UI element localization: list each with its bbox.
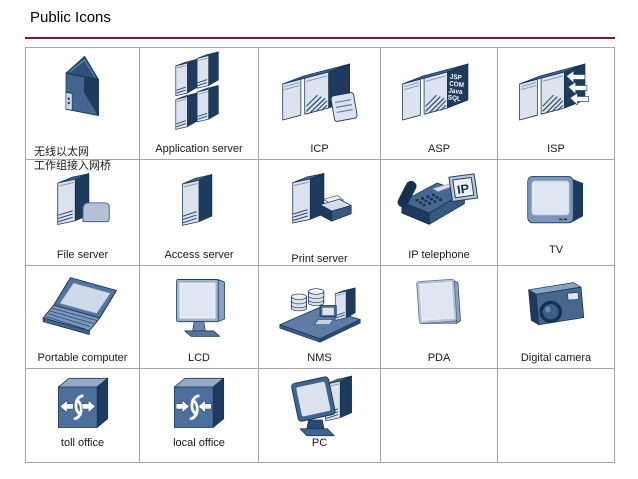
icon-label: File server <box>56 249 109 261</box>
asp-java-text: Java <box>448 87 463 96</box>
isp-icon <box>518 63 589 121</box>
digital-camera-icon <box>528 282 585 326</box>
icon-grid: 无线以太网 工作组接入网桥 Application server ICP <box>25 47 615 463</box>
pda-icon <box>416 278 461 324</box>
icon-label: Application server <box>155 143 243 155</box>
cell-lcd: LCD <box>140 266 259 369</box>
icon-label: PC <box>311 437 328 449</box>
icon-label: LCD <box>187 352 210 364</box>
local-office-icon <box>172 376 226 429</box>
ip-telephone-icon: IP <box>397 173 479 225</box>
cell-nms: NMS <box>259 266 381 369</box>
icon-label-line-1: 无线以太网 <box>34 146 89 158</box>
icon-label-line-2: 工作组接入网桥 <box>34 160 111 172</box>
file-server-icon <box>56 173 110 226</box>
page-title: Public Icons <box>30 9 111 26</box>
cell-isp: ISP <box>498 48 614 160</box>
icon-label: IP telephone <box>408 249 470 261</box>
cell-asp: JSP COM Java SQL ASP <box>381 48 498 160</box>
cell-file-server: File server <box>26 160 140 266</box>
asp-sql-text: SQL <box>447 94 461 103</box>
ip-sign: IP <box>448 173 479 202</box>
icon-label: 无线以太网 工作组接入网桥 <box>34 145 111 173</box>
icon-label: ISP <box>547 143 565 155</box>
access-server-icon <box>181 174 213 226</box>
cell-icp: ICP <box>259 48 381 160</box>
pc-icon <box>291 375 353 437</box>
ip-sign-text: IP <box>456 182 470 197</box>
icon-label: Portable computer <box>37 352 128 364</box>
lcd-icon <box>176 279 225 337</box>
cell-empty-2 <box>498 369 614 462</box>
cell-application-server: Application server <box>140 48 259 160</box>
asp-com-text: COM <box>449 80 465 89</box>
cell-portable-computer: Portable computer <box>26 266 140 369</box>
wireless-bridge-icon <box>65 55 99 116</box>
tv-icon <box>527 176 584 224</box>
cell-toll-office: toll office <box>26 369 140 462</box>
cell-tv: TV <box>498 160 614 266</box>
icon-label: ASP <box>427 143 450 155</box>
icp-icon <box>281 63 357 122</box>
portable-computer-icon <box>42 277 117 335</box>
cell-ip-telephone: IP IP telephone <box>381 160 498 266</box>
print-server-icon <box>291 172 352 224</box>
asp-jsp-text: JSP <box>449 73 462 82</box>
cell-access-server: Access server <box>140 160 259 266</box>
nms-icon <box>278 287 361 343</box>
icon-label: Access server <box>164 249 234 261</box>
cell-print-server: Print server <box>259 160 381 266</box>
cell-local-office: local office <box>140 369 259 462</box>
cell-empty-1 <box>381 369 498 462</box>
icon-label: PDA <box>427 352 451 364</box>
cell-pc: PC <box>259 369 381 462</box>
cell-digital-camera: Digital camera <box>498 266 614 369</box>
icon-label: Print server <box>291 253 348 265</box>
icon-label: TV <box>548 244 564 256</box>
cell-pda: PDA <box>381 266 498 369</box>
icon-label: ICP <box>310 143 329 155</box>
toll-office-icon <box>56 376 109 429</box>
title-underline <box>25 37 615 39</box>
icon-label: local office <box>173 437 225 449</box>
cell-wireless-bridge: 无线以太网 工作组接入网桥 <box>26 48 140 172</box>
icon-label: toll office <box>60 437 105 449</box>
asp-icon: JSP COM Java SQL <box>402 63 469 121</box>
icon-label: NMS <box>307 352 332 364</box>
application-server-icon <box>175 51 219 130</box>
icon-label: Digital camera <box>520 352 592 364</box>
